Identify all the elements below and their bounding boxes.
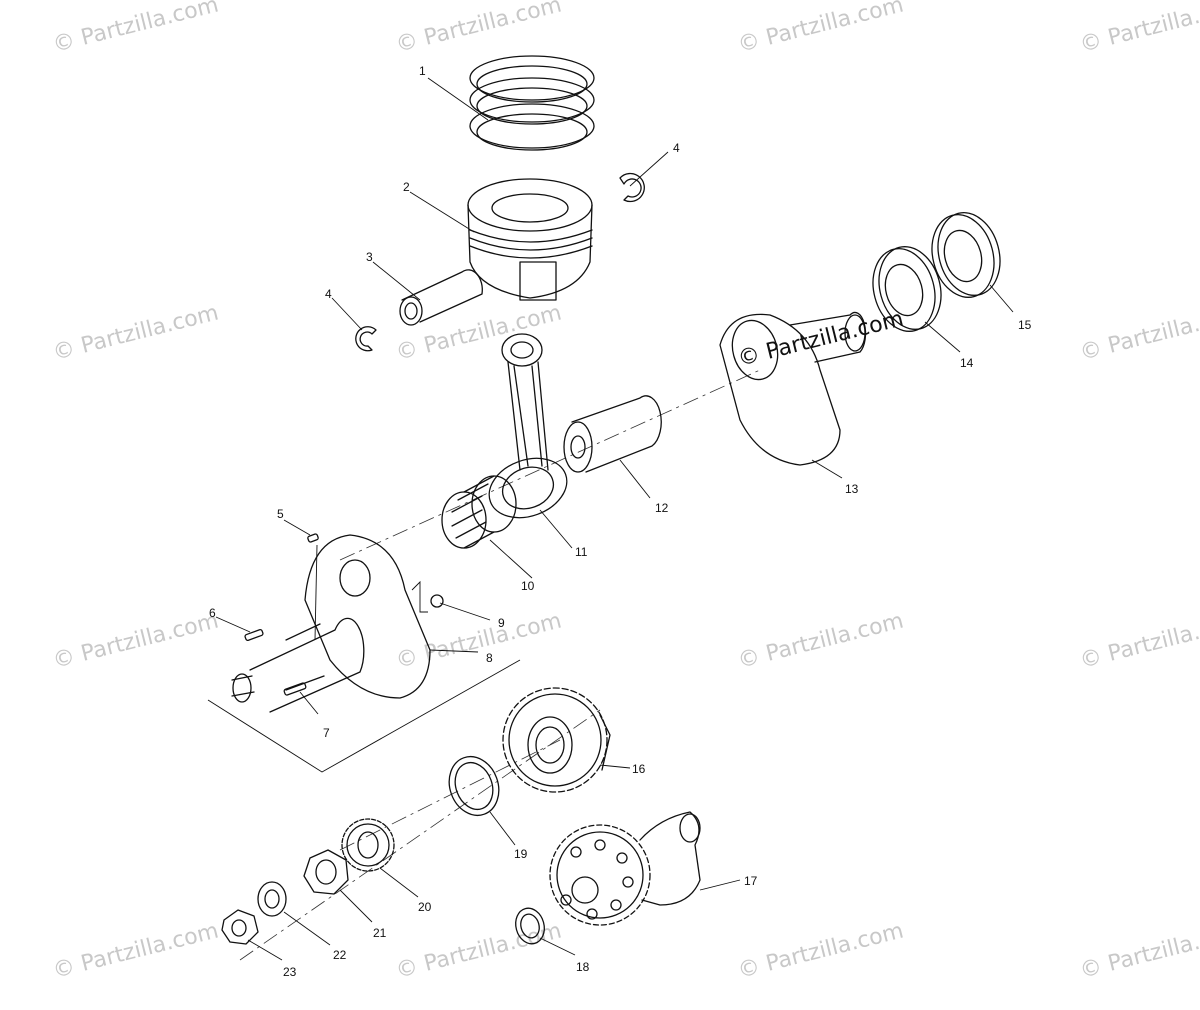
part-label-6: 6 bbox=[209, 606, 216, 620]
watermark: © Partzilla.com bbox=[735, 608, 906, 673]
part-label-16: 16 bbox=[632, 762, 646, 776]
watermark-layer: © Partzilla.com © Partzilla.com © Partzi… bbox=[50, 0, 1200, 984]
crankshaft-left-half bbox=[231, 534, 431, 713]
assembly-axis-lines bbox=[239, 369, 761, 961]
needle-bearing bbox=[441, 475, 517, 549]
connecting-rod bbox=[488, 333, 568, 519]
leader-lines bbox=[215, 77, 1014, 961]
pin-7 bbox=[283, 682, 307, 696]
part-number-labels: 1 2 3 4 4 5 6 7 8 9 10 11 12 13 14 15 16… bbox=[209, 64, 1032, 979]
part-label-8: 8 bbox=[486, 651, 493, 665]
part-label-4-upper: 4 bbox=[673, 141, 680, 155]
watermark: © Partzilla.com bbox=[735, 0, 906, 58]
part-label-3: 3 bbox=[366, 250, 373, 264]
watermark: © Partzilla.com bbox=[1077, 0, 1200, 58]
small-gear-20 bbox=[341, 818, 395, 872]
piston bbox=[467, 178, 593, 301]
watermark: © Partzilla.com bbox=[1077, 608, 1200, 673]
center-watermark: © Partzilla.com bbox=[735, 306, 906, 371]
watermark: © Partzilla.com bbox=[393, 300, 564, 365]
part-label-10: 10 bbox=[521, 579, 535, 593]
circlip-lower bbox=[355, 326, 377, 352]
part-label-11: 11 bbox=[575, 545, 588, 559]
part-label-20: 20 bbox=[418, 900, 432, 914]
watermark: © Partzilla.com bbox=[735, 918, 906, 983]
washer-18 bbox=[515, 907, 545, 945]
part-label-15: 15 bbox=[1018, 318, 1032, 332]
watermark: © Partzilla.com bbox=[50, 918, 221, 983]
part-label-13: 13 bbox=[845, 482, 859, 496]
part-label-14: 14 bbox=[960, 356, 974, 370]
flange-nut-21 bbox=[303, 849, 349, 895]
woodruff-key-6 bbox=[244, 629, 264, 641]
piston-pin bbox=[399, 269, 483, 326]
part-label-1: 1 bbox=[419, 64, 426, 78]
watermark: © Partzilla.com bbox=[50, 300, 221, 365]
part-label-17: 17 bbox=[744, 874, 758, 888]
balance-shaft-17 bbox=[549, 811, 701, 926]
part-label-9: 9 bbox=[498, 616, 505, 630]
ball-bearing-15 bbox=[931, 212, 1001, 298]
piston-rings bbox=[469, 55, 595, 151]
part-label-22: 22 bbox=[333, 948, 347, 962]
watermark: © Partzilla.com bbox=[1077, 300, 1200, 365]
watermark: © Partzilla.com bbox=[50, 608, 221, 673]
part-label-23: 23 bbox=[283, 965, 297, 979]
part-label-5: 5 bbox=[277, 507, 284, 521]
watermark: © Partzilla.com bbox=[1077, 918, 1200, 983]
watermark: © Partzilla.com bbox=[393, 918, 564, 983]
gear-axis-line-lower bbox=[239, 709, 601, 961]
part-label-4-lower: 4 bbox=[325, 287, 332, 301]
circlip-upper bbox=[619, 172, 645, 203]
nut-23 bbox=[221, 909, 259, 945]
part-label-19: 19 bbox=[514, 847, 528, 861]
crankshaft-right-half bbox=[719, 311, 867, 466]
part-label-7: 7 bbox=[323, 726, 330, 740]
watermark: © Partzilla.com bbox=[393, 608, 564, 673]
ball-bearing-14 bbox=[872, 246, 942, 332]
washer-22 bbox=[257, 881, 287, 917]
key-pin-5 bbox=[307, 533, 319, 543]
watermark: © Partzilla.com bbox=[50, 0, 221, 58]
part-label-12: 12 bbox=[655, 501, 669, 515]
drive-gear-16 bbox=[502, 687, 611, 793]
crank-axis-line bbox=[339, 369, 761, 561]
ball-9 bbox=[430, 594, 444, 608]
gear-axis-line bbox=[339, 739, 561, 851]
watermark: © Partzilla.com bbox=[393, 0, 564, 58]
part-label-21: 21 bbox=[373, 926, 387, 940]
assembly-bracket bbox=[207, 659, 521, 773]
thrust-washer-19 bbox=[448, 755, 500, 817]
crank-pin bbox=[563, 395, 662, 473]
part-label-2: 2 bbox=[403, 180, 410, 194]
part-label-18: 18 bbox=[576, 960, 590, 974]
